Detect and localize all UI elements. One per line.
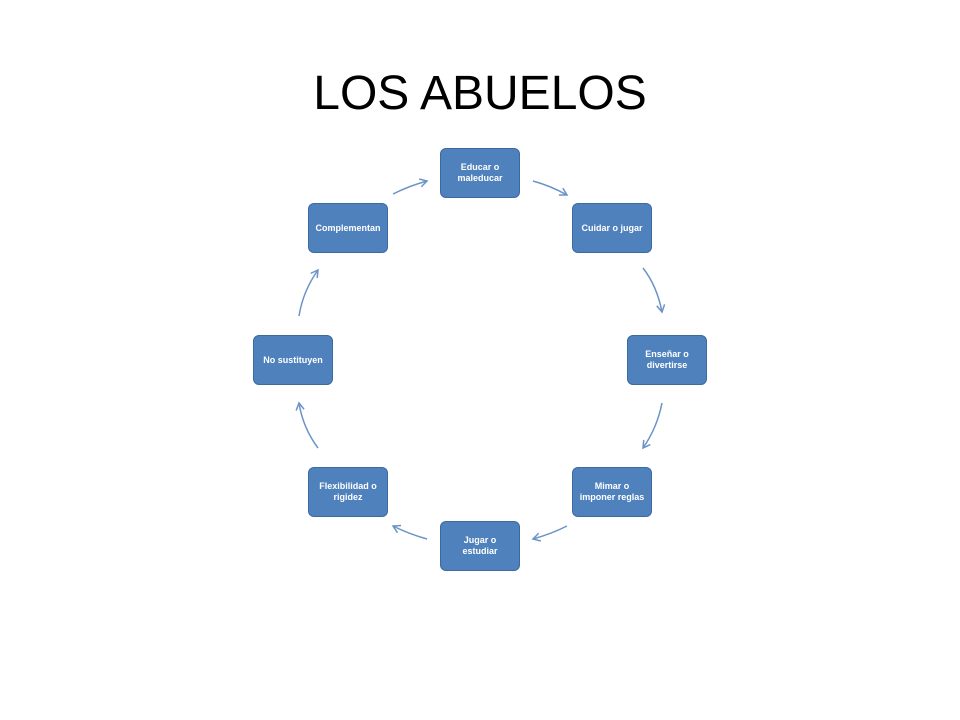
- cycle-arrow-2: [642, 267, 666, 314]
- cycle-node-label: Cuidar o jugar: [581, 222, 643, 233]
- cycle-arrow-7: [298, 268, 319, 317]
- cycle-arrow-6: [295, 401, 319, 449]
- cycle-arrow-3: [642, 402, 663, 450]
- cycle-node-educar: Educar o maleducar: [440, 148, 520, 198]
- cycle-arrow-4: [531, 525, 568, 542]
- slide-title: LOS ABUELOS: [313, 67, 647, 120]
- cycle-node-label: No sustituyen: [263, 354, 323, 365]
- cycle-node-label: Jugar o estudiar: [462, 535, 498, 556]
- cycle-node-label: Educar o maleducar: [457, 162, 503, 183]
- cycle-arrow-5: [391, 524, 428, 540]
- cycle-node-flexibilidad: Flexibilidad o rigidez: [308, 467, 388, 517]
- cycle-node-jugar: Jugar o estudiar: [440, 521, 520, 571]
- cycle-node-cuidar: Cuidar o jugar: [572, 203, 652, 253]
- cycle-arrow-1: [532, 180, 569, 196]
- cycle-node-mimar: Mimar o imponer reglas: [572, 467, 652, 517]
- cycle-arrow-8: [392, 178, 429, 195]
- cycle-node-label: Enseñar o divertirse: [645, 349, 689, 370]
- cycle-node-complementan: Complementan: [308, 203, 388, 253]
- cycle-node-ensenar: Enseñar o divertirse: [627, 335, 707, 385]
- cycle-node-label: Mimar o imponer reglas: [579, 481, 645, 502]
- cycle-node-no-sustituyen: No sustituyen: [253, 335, 333, 385]
- cycle-node-label: Flexibilidad o rigidez: [319, 481, 377, 502]
- cycle-node-label: Complementan: [315, 222, 381, 233]
